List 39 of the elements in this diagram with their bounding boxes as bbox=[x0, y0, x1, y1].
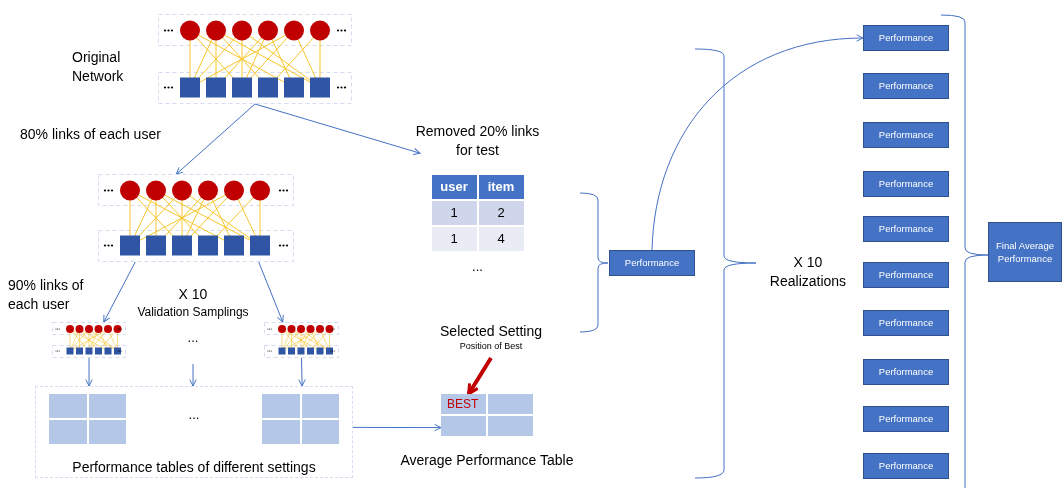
table-cell: BEST bbox=[441, 394, 486, 414]
performance-box: Performance bbox=[863, 359, 949, 385]
ellipsis: ... bbox=[187, 406, 201, 424]
table-cell: 2 bbox=[478, 201, 524, 225]
performance-box: Performance bbox=[863, 171, 949, 197]
performance-box: Performance bbox=[863, 216, 949, 242]
text-label: 80% links of each user bbox=[20, 125, 162, 144]
performance-box: Performance bbox=[863, 453, 949, 479]
performance-box: Performance bbox=[863, 406, 949, 432]
arrow bbox=[298, 357, 306, 387]
table-cell: 1 bbox=[431, 201, 477, 225]
arrow bbox=[175, 103, 256, 175]
table-cell: item bbox=[478, 175, 524, 199]
table-cell: 1 bbox=[431, 227, 477, 251]
node-caption: Average Performance Table bbox=[399, 451, 575, 470]
text-label: Selected Setting bbox=[440, 322, 542, 340]
text-label: Performance tables of different settings bbox=[71, 458, 317, 477]
table-cell: 4 bbox=[478, 227, 524, 251]
table-cell: user bbox=[431, 175, 477, 199]
text-label: Validation Samplings bbox=[136, 304, 250, 321]
performance-box: Performance bbox=[863, 73, 949, 99]
performance-box: Performance bbox=[609, 250, 695, 276]
performance-box: Performance bbox=[863, 122, 949, 148]
node-caption: Original Network bbox=[72, 48, 125, 86]
performance-box: Performance bbox=[863, 262, 949, 288]
text-label: ... bbox=[186, 329, 200, 347]
text-label: X 10 Realizations bbox=[768, 253, 848, 291]
table-heading: Removed 20% links for test bbox=[414, 122, 541, 160]
performance-box: Performance bbox=[863, 25, 949, 51]
text-label: 90% links of each user bbox=[8, 276, 85, 314]
performance-box: Performance bbox=[863, 310, 949, 336]
arrow bbox=[103, 261, 136, 323]
performance-box: Final Average Performance bbox=[988, 222, 1062, 282]
ellipsis: ... bbox=[472, 258, 483, 276]
arrow bbox=[254, 103, 421, 155]
text-label: X 10 bbox=[177, 285, 209, 304]
text-label: Position of Best bbox=[459, 340, 523, 352]
arrow bbox=[466, 356, 493, 396]
arrow bbox=[258, 261, 284, 323]
